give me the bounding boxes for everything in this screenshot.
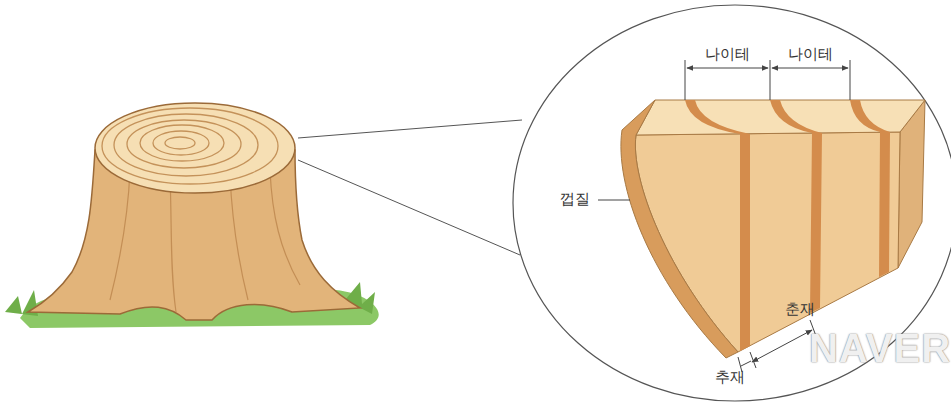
zoom-line (298, 160, 520, 255)
zoom-circle (513, 5, 951, 401)
stump-top (95, 103, 295, 193)
part-label: 춘재 (785, 300, 815, 318)
ring-label: 나이테 (788, 45, 833, 63)
bark (621, 100, 738, 358)
latewood-bands (685, 100, 890, 351)
ring-label: 나이테 (705, 45, 750, 63)
bark-leader (598, 200, 630, 201)
wood-bracket (738, 320, 816, 372)
zoom-line (298, 120, 522, 138)
block-front-face (635, 132, 900, 352)
part-label: 껍질 (560, 190, 590, 208)
part-label: 추재 (715, 368, 745, 386)
ring-bracket (685, 60, 850, 100)
annual-rings (102, 108, 278, 184)
watermark: NAVER (809, 324, 951, 372)
